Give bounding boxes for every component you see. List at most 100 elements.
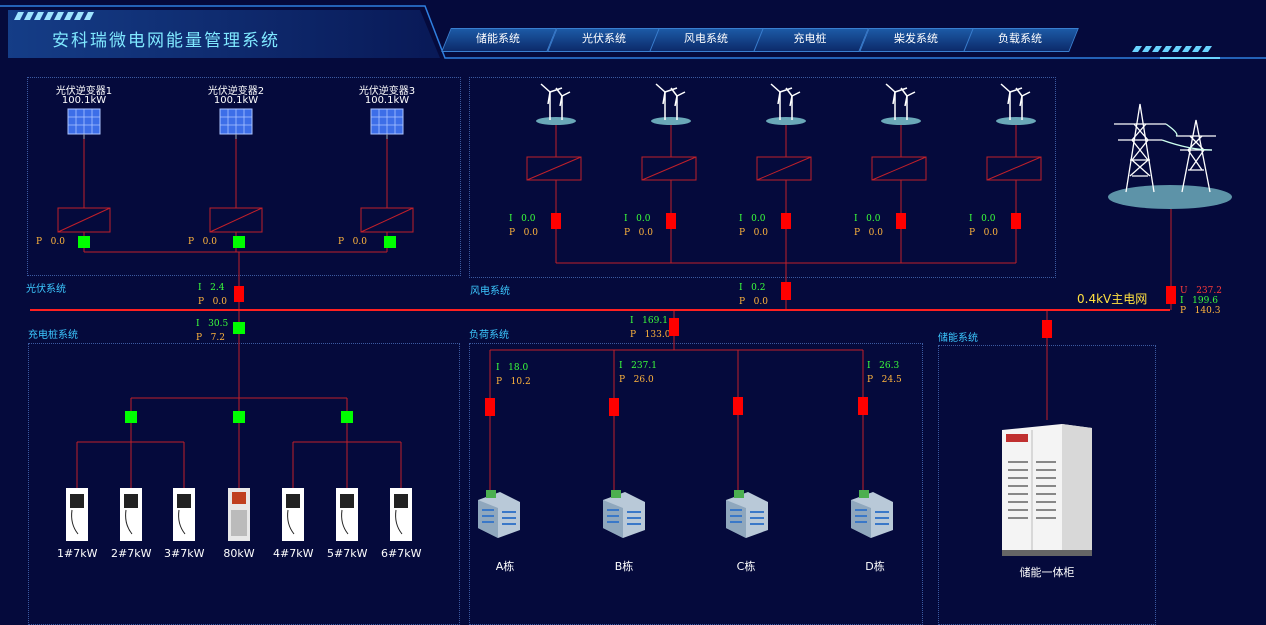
- charger-label: 3#7kW: [164, 547, 205, 560]
- building-label: B栋: [614, 560, 634, 573]
- wind-breaker-open[interactable]: [551, 213, 561, 229]
- p-value: 0.0: [523, 228, 538, 238]
- tab-diesel[interactable]: 柴发系统: [859, 28, 975, 52]
- building-label: D栋: [865, 560, 885, 573]
- wind-turbine-reading: I 0.0 P 0.0: [624, 212, 653, 240]
- p-label: P: [624, 228, 631, 238]
- building-reading: I 237.1 P 26.0: [619, 359, 657, 387]
- i-label: I: [624, 214, 628, 224]
- i-label: I: [496, 363, 500, 373]
- app-title: 安科瑞微电网能量管理系统: [52, 31, 280, 51]
- p-value: 0.0: [868, 228, 883, 238]
- p-value: 0.0: [50, 237, 65, 247]
- wind-breaker-open[interactable]: [781, 213, 791, 229]
- storage-cabinet-label: 储能一体柜: [1019, 566, 1075, 579]
- building-label: A栋: [495, 560, 515, 573]
- building-breaker-open[interactable]: [733, 397, 743, 415]
- p-label: P: [1180, 306, 1187, 316]
- pv-breaker-closed[interactable]: [78, 236, 90, 248]
- pv-inverter-reading: P 0.0: [188, 235, 217, 249]
- pv-section-label: 光伏系统: [26, 284, 66, 295]
- tab-label: 光伏系统: [582, 32, 626, 45]
- p-value: 7.2: [210, 333, 225, 343]
- p-value: 0.0: [352, 237, 367, 247]
- building-reading: I 18.0 P 10.2: [496, 361, 531, 389]
- i-value: 169.1: [642, 316, 668, 326]
- p-label: P: [630, 330, 637, 340]
- i-value: 199.6: [1192, 296, 1218, 306]
- pv-inverter-reading: P 0.0: [338, 235, 367, 249]
- p-value: 140.3: [1194, 306, 1221, 316]
- p-label: P: [36, 237, 43, 247]
- p-label: P: [509, 228, 516, 238]
- tab-charging[interactable]: 充电桩: [753, 28, 869, 52]
- wind-turbine-reading: I 0.0 P 0.0: [739, 212, 768, 240]
- pv-bus-breaker-open[interactable]: [234, 286, 244, 302]
- wind-section-label: 风电系统: [470, 286, 510, 297]
- wind-breaker-open[interactable]: [666, 213, 676, 229]
- wind-bus-breaker-open[interactable]: [781, 282, 791, 300]
- wind-bus-reading: I 0.2 P 0.0: [739, 281, 768, 309]
- pv-inverter-name: 光伏逆变器2: [207, 86, 265, 97]
- wind-breaker-open[interactable]: [1011, 213, 1021, 229]
- i-label: I: [969, 214, 973, 224]
- p-label: P: [739, 297, 746, 307]
- pv-inverter-power: 100.1kW: [213, 95, 259, 106]
- p-label: P: [196, 333, 203, 343]
- building-breaker-open[interactable]: [609, 398, 619, 416]
- charging-breaker-closed[interactable]: [125, 411, 137, 423]
- wind-turbine-reading: I 0.0 P 0.0: [509, 212, 538, 240]
- i-value: 0.0: [981, 214, 996, 224]
- building-breaker-open[interactable]: [485, 398, 495, 416]
- p-value: 24.5: [881, 375, 902, 385]
- i-value: 237.1: [631, 361, 657, 371]
- pv-inverter-name: 光伏逆变器3: [358, 86, 416, 97]
- charging-bus-breaker-closed[interactable]: [233, 322, 245, 334]
- charger-label: 5#7kW: [327, 547, 368, 560]
- p-value: 26.0: [633, 375, 654, 385]
- tab-label: 负载系统: [998, 32, 1042, 45]
- i-value: 0.0: [866, 214, 881, 224]
- tab-wind[interactable]: 风电系统: [649, 28, 765, 52]
- charger-label: 80kW: [223, 547, 255, 560]
- p-value: 0.0: [753, 228, 768, 238]
- i-value: 2.4: [210, 283, 225, 293]
- charger-label: 4#7kW: [273, 547, 314, 560]
- p-label: P: [739, 228, 746, 238]
- p-label: P: [969, 228, 976, 238]
- p-label: P: [338, 237, 345, 247]
- load-section-label: 负荷系统: [469, 330, 509, 341]
- tab-label: 柴发系统: [894, 32, 938, 45]
- pv-breaker-closed[interactable]: [384, 236, 396, 248]
- i-value: 18.0: [508, 363, 529, 373]
- building-breaker-open[interactable]: [858, 397, 868, 415]
- main-busbar: [30, 309, 1170, 311]
- storage-breaker-open[interactable]: [1042, 320, 1052, 338]
- wind-panel: [469, 77, 1056, 278]
- storage-cabinet-icon: [1002, 424, 1092, 556]
- tab-storage[interactable]: 储能系统: [441, 28, 557, 52]
- solar-panel-icon: [67, 108, 404, 139]
- i-label: I: [739, 214, 743, 224]
- grid-breaker-open[interactable]: [1166, 286, 1176, 304]
- p-value: 0.0: [753, 297, 768, 307]
- pv-inverter-reading: P 0.0: [36, 235, 65, 249]
- wind-breaker-open[interactable]: [896, 213, 906, 229]
- building-reading: I 26.3 P 24.5: [867, 359, 902, 387]
- charger-label: 1#7kW: [57, 547, 98, 560]
- charging-breaker-closed[interactable]: [233, 411, 245, 423]
- p-value: 0.0: [202, 237, 217, 247]
- pv-breaker-closed[interactable]: [233, 236, 245, 248]
- pv-inverter-name: 光伏逆变器1: [55, 86, 113, 97]
- p-label: P: [198, 297, 205, 307]
- charging-breaker-closed[interactable]: [341, 411, 353, 423]
- tab-load[interactable]: 负载系统: [963, 28, 1079, 52]
- load-bus-breaker-open[interactable]: [669, 318, 679, 336]
- p-label: P: [496, 377, 503, 387]
- pv-bus-reading: I 2.4 P 0.0: [198, 281, 227, 309]
- transmission-tower-icon: [1108, 103, 1232, 209]
- top-bar: 安科瑞微电网能量管理系统: [0, 0, 1266, 62]
- wind-turbine-icon: [536, 117, 1036, 125]
- p-label: P: [867, 375, 874, 385]
- tab-pv[interactable]: 光伏系统: [547, 28, 663, 52]
